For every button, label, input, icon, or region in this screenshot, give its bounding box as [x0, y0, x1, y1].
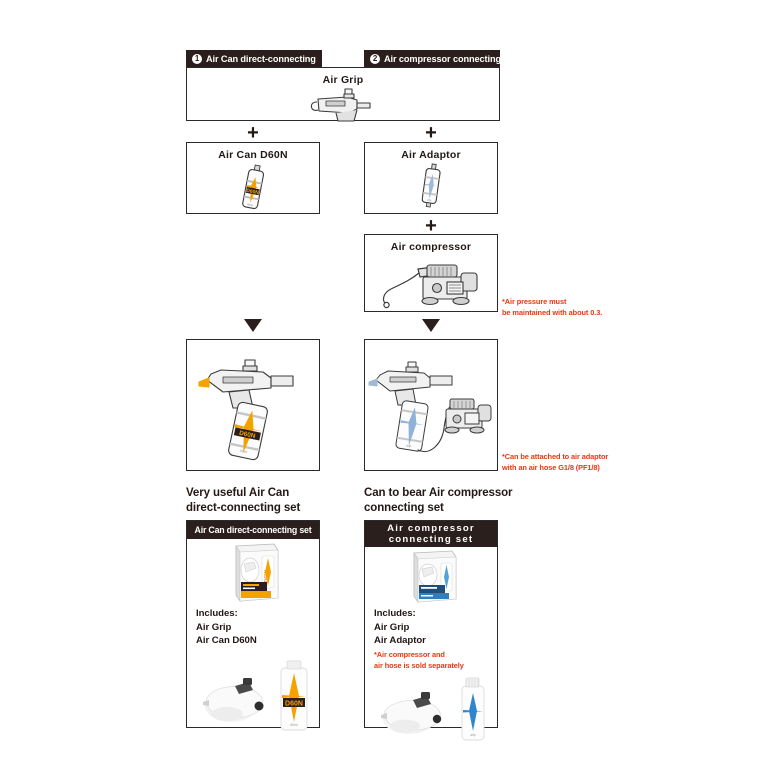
- tab-number-2: 2: [370, 53, 380, 64]
- svg-text:D60N: D60N: [285, 700, 303, 707]
- part-box-air-grip: Air Grip: [186, 67, 500, 122]
- set-bar-label-left: Air Can direct-connecting set: [187, 521, 319, 539]
- tab-air-compressor-connecting[interactable]: 2 Air compressor connecting: [364, 50, 501, 67]
- set-bar-label-right: Air compressor connecting set: [365, 521, 497, 547]
- set-box-air-can-direct: Air Can direct-connecting set D60N: [186, 520, 320, 731]
- air-grip-with-compressor-illustration: adp: [365, 358, 497, 464]
- result-box-air-can-direct: D60N 60ml: [186, 339, 320, 471]
- svg-text:60ml: 60ml: [247, 202, 254, 207]
- tab-number-1: 1: [192, 53, 202, 64]
- part-title-air-adaptor: Air Adaptor: [401, 149, 461, 161]
- air-adaptor-illustration: adp: [365, 163, 497, 211]
- air-compressor-illustration: [365, 253, 497, 309]
- svg-text:adp: adp: [470, 733, 476, 737]
- flow-arrow-right: [422, 319, 440, 332]
- part-box-air-compressor: Air compressor: [364, 234, 498, 312]
- includes-items-right: Air Grip Air Adaptor: [374, 621, 426, 647]
- air-can-set-package-photo: D60N: [187, 539, 319, 605]
- tab-label-2: Air compressor connecting: [384, 53, 501, 64]
- plus-operator-left-1: +: [247, 122, 259, 144]
- caption-left-set: Very useful Air Can direct-connecting se…: [186, 487, 301, 514]
- air-grip-illustration: [187, 88, 499, 122]
- air-grip-and-can-photo: D60N 60ml: [187, 648, 319, 734]
- air-compressor-set-package-photo: [365, 547, 497, 605]
- svg-text:60ml: 60ml: [240, 449, 248, 454]
- svg-text:adp: adp: [427, 198, 432, 203]
- includes-items-left: Air Grip Air Can D60N: [196, 621, 257, 647]
- svg-text:D60N: D60N: [238, 430, 256, 440]
- includes-heading-right: Includes:: [374, 608, 416, 619]
- note-sold-separately: *Air compressor and air hose is sold sep…: [374, 649, 464, 670]
- flow-arrow-left: [244, 319, 262, 332]
- part-title-air-compressor: Air compressor: [390, 241, 472, 253]
- part-title-air-grip: Air Grip: [322, 74, 364, 86]
- caption-right-set: Can to bear Air compressor connecting se…: [364, 487, 513, 514]
- air-grip-and-adaptor-photo: adp: [365, 671, 497, 743]
- air-grip-with-can-illustration: D60N 60ml: [187, 356, 319, 464]
- svg-text:D60N: D60N: [246, 188, 260, 196]
- note-air-pressure: *Air pressure must be maintained with ab…: [502, 297, 603, 317]
- result-box-air-compressor: adp: [364, 339, 498, 471]
- part-box-air-can: Air Can D60N D60N 60ml: [186, 142, 320, 214]
- svg-text:60ml: 60ml: [290, 723, 298, 727]
- note-air-hose: *Can be attached to air adaptor with an …: [502, 452, 609, 472]
- part-box-air-adaptor: Air Adaptor adp: [364, 142, 498, 214]
- includes-heading-left: Includes:: [196, 608, 238, 619]
- set-box-air-compressor: Air compressor connecting set I: [364, 520, 498, 741]
- tab-air-can-direct-connecting[interactable]: 1 Air Can direct-connecting: [186, 50, 322, 67]
- svg-text:adp: adp: [406, 443, 412, 448]
- svg-text:D60N: D60N: [264, 569, 270, 582]
- part-title-air-can: Air Can D60N: [218, 149, 288, 161]
- plus-operator-right-1: +: [425, 122, 437, 144]
- plus-operator-right-2: +: [425, 215, 437, 237]
- tab-label-1: Air Can direct-connecting: [206, 53, 316, 64]
- air-can-illustration: D60N 60ml: [187, 163, 319, 211]
